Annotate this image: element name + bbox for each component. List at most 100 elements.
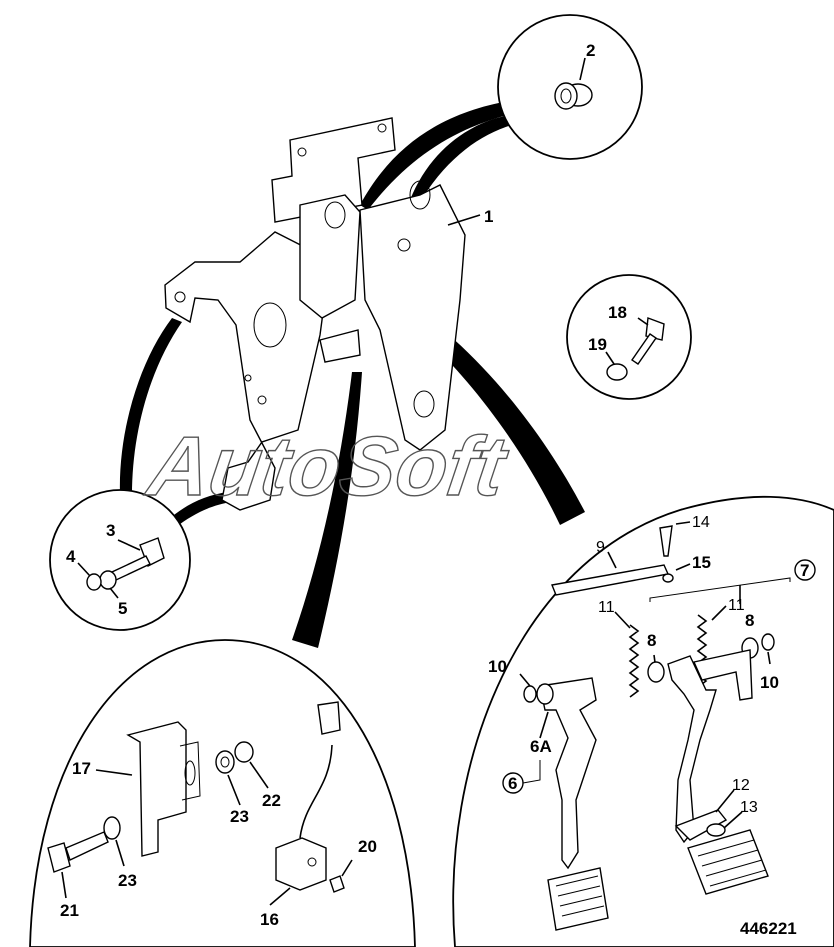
- left-plate-hole-small: [244, 374, 252, 382]
- switch-bracket-17: [126, 721, 187, 857]
- leader-2: [579, 57, 586, 81]
- left-plate-cutout: [253, 302, 287, 348]
- leader-22: [249, 761, 269, 789]
- bolt-21-head: [47, 842, 71, 873]
- right-side-plate: [359, 184, 466, 451]
- leader-20: [341, 859, 353, 877]
- label-6: 6: [508, 774, 517, 793]
- label-22: 22: [262, 791, 281, 810]
- switch-hole: [307, 857, 317, 867]
- detail-circle-bolt-nut: 18 19: [566, 274, 692, 400]
- label-11-right: 11: [728, 597, 745, 614]
- label-9: 9: [596, 539, 605, 556]
- lower-tab: [319, 329, 361, 363]
- latch-spring-13: [706, 823, 726, 837]
- return-spring-11-left: [628, 624, 640, 698]
- brake-switch-16: [275, 837, 327, 891]
- leader-16: [269, 887, 291, 906]
- label-21: 21: [60, 901, 79, 920]
- leader-13: [723, 811, 743, 829]
- group-bracket-6: [522, 760, 541, 784]
- label-14: 14: [692, 514, 710, 531]
- leader-11-left: [614, 611, 631, 629]
- reference-number: 446221: [740, 919, 797, 938]
- pedal-pad-grip-right: [697, 839, 767, 887]
- label-7-circle: [794, 559, 816, 581]
- leader-1: [447, 214, 481, 226]
- label-10-left: 10: [488, 657, 507, 676]
- leader-21: [61, 871, 67, 899]
- bush-flange: [554, 82, 578, 110]
- left-pivot-hole: [174, 291, 186, 303]
- leader-9: [607, 551, 617, 569]
- leader-19: [605, 351, 615, 365]
- washer-10-right: [761, 633, 775, 651]
- nut-15: [662, 573, 674, 583]
- label-23-lower: 23: [118, 871, 137, 890]
- leader-18: [637, 317, 649, 326]
- leader-23-lower: [115, 839, 125, 867]
- label-20: 20: [358, 837, 377, 856]
- leader-10-right: [767, 651, 771, 665]
- leader-5: [109, 587, 119, 599]
- brake-pedal-6-boss: [536, 683, 554, 705]
- label-12: 12: [732, 777, 750, 794]
- label-23-upper: 23: [230, 807, 249, 826]
- label-17: 17: [72, 759, 91, 778]
- leader-3: [117, 539, 141, 551]
- detail-circle-pivot-bolt: 3 4 5: [49, 489, 191, 631]
- circle-pedals: [452, 495, 834, 947]
- mounting-plate: [271, 117, 396, 223]
- label-8-right: 8: [745, 611, 754, 630]
- label-8-left: 8: [647, 631, 656, 650]
- center-pivot-boss: [324, 201, 346, 229]
- washer-23-upper: [215, 750, 235, 774]
- bracket-flange: [179, 741, 201, 801]
- pedal-latch-12: [674, 809, 728, 841]
- washer-4: [86, 573, 102, 591]
- label-11-left: 11: [598, 599, 615, 616]
- bolt-21-shank: [65, 831, 109, 861]
- label-13: 13: [740, 799, 758, 816]
- pedal-bracket-assembly: [164, 117, 466, 511]
- leader-band-right: [365, 282, 585, 525]
- brake-pedal-6-pad: [547, 867, 609, 931]
- label-1: 1: [484, 207, 493, 226]
- left-side-plate: [164, 231, 331, 511]
- detail-circle-switch-bracket: 17 23 22 21 23 16 20: [29, 639, 416, 947]
- bracket-slot: [184, 760, 196, 786]
- leader-15: [675, 563, 691, 571]
- group-bracket-7: [649, 577, 791, 602]
- nut-22: [234, 741, 254, 763]
- switch-connector: [317, 701, 341, 735]
- washer-5: [99, 570, 117, 590]
- leader-band-mid: [292, 372, 362, 648]
- right-pivot-boss: [409, 180, 431, 210]
- plate-hole-right: [377, 123, 387, 133]
- label-18: 18: [608, 303, 627, 322]
- brake-pedal-right-pad: [687, 829, 769, 895]
- plate-hole-left: [297, 147, 307, 157]
- nut-19: [606, 363, 628, 381]
- leader-23-upper: [227, 774, 241, 806]
- label-2: 2: [586, 41, 595, 60]
- center-cross-member: [299, 194, 361, 319]
- right-lower-boss: [413, 390, 435, 418]
- label-19: 19: [588, 335, 607, 354]
- leader-12: [715, 789, 735, 813]
- label-3: 3: [106, 521, 115, 540]
- leader-6A: [539, 711, 549, 739]
- label-15: 15: [692, 553, 711, 572]
- label-7: 7: [800, 561, 809, 580]
- circle-switch-bracket: [29, 639, 416, 947]
- label-10-right: 10: [760, 673, 779, 692]
- pedal-pad-grip-left: [555, 875, 605, 917]
- bolt-14: [659, 525, 673, 557]
- label-6A: 6A: [530, 737, 552, 756]
- detail-circle-pedals: 9 14 15 7 8 8 11 11 10 10: [452, 495, 834, 947]
- brake-pedal-right-lever: [693, 649, 753, 701]
- circle-bolt-nut: [566, 274, 692, 400]
- switch-wire: [299, 744, 333, 839]
- detail-circle-bush: 2: [497, 14, 643, 160]
